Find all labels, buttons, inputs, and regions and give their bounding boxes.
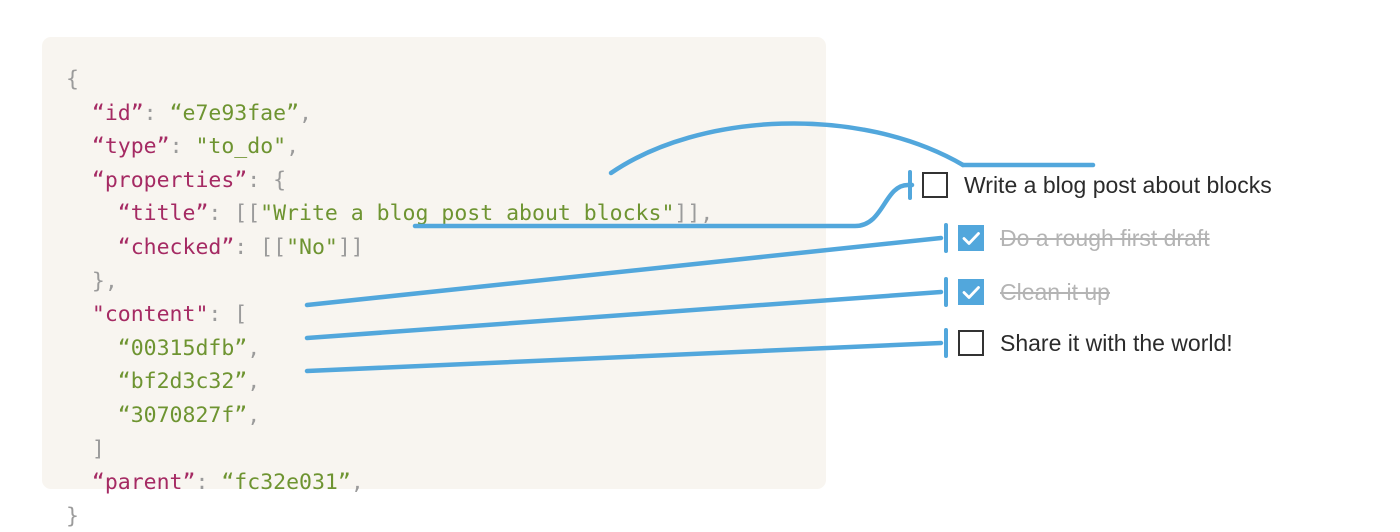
json-code-text: { “id”: “e7e93fae”, “type”: "to_do", “pr… xyxy=(66,67,714,529)
todo-label: Share it with the world! xyxy=(1000,329,1233,356)
checkbox-checked-icon[interactable] xyxy=(958,225,984,251)
todo-row-4[interactable]: Share it with the world! xyxy=(944,326,1233,360)
checkbox-unchecked-icon[interactable] xyxy=(922,172,948,198)
todo-label: Write a blog post about blocks xyxy=(964,171,1272,198)
checkbox-checked-icon[interactable] xyxy=(958,279,984,305)
json-code-panel: { “id”: “e7e93fae”, “type”: "to_do", “pr… xyxy=(42,37,826,529)
checkbox-unchecked-icon[interactable] xyxy=(958,330,984,356)
row-tick-icon xyxy=(908,170,912,200)
todo-label: Clean it up xyxy=(1000,278,1110,305)
row-tick-icon xyxy=(944,277,948,307)
todo-row-1[interactable]: Write a blog post about blocks xyxy=(908,168,1272,202)
todo-row-2[interactable]: Do a rough first draft xyxy=(944,221,1210,255)
row-tick-icon xyxy=(944,328,948,358)
todo-label: Do a rough first draft xyxy=(1000,224,1210,251)
todo-row-3[interactable]: Clean it up xyxy=(944,275,1110,309)
row-tick-icon xyxy=(944,223,948,253)
